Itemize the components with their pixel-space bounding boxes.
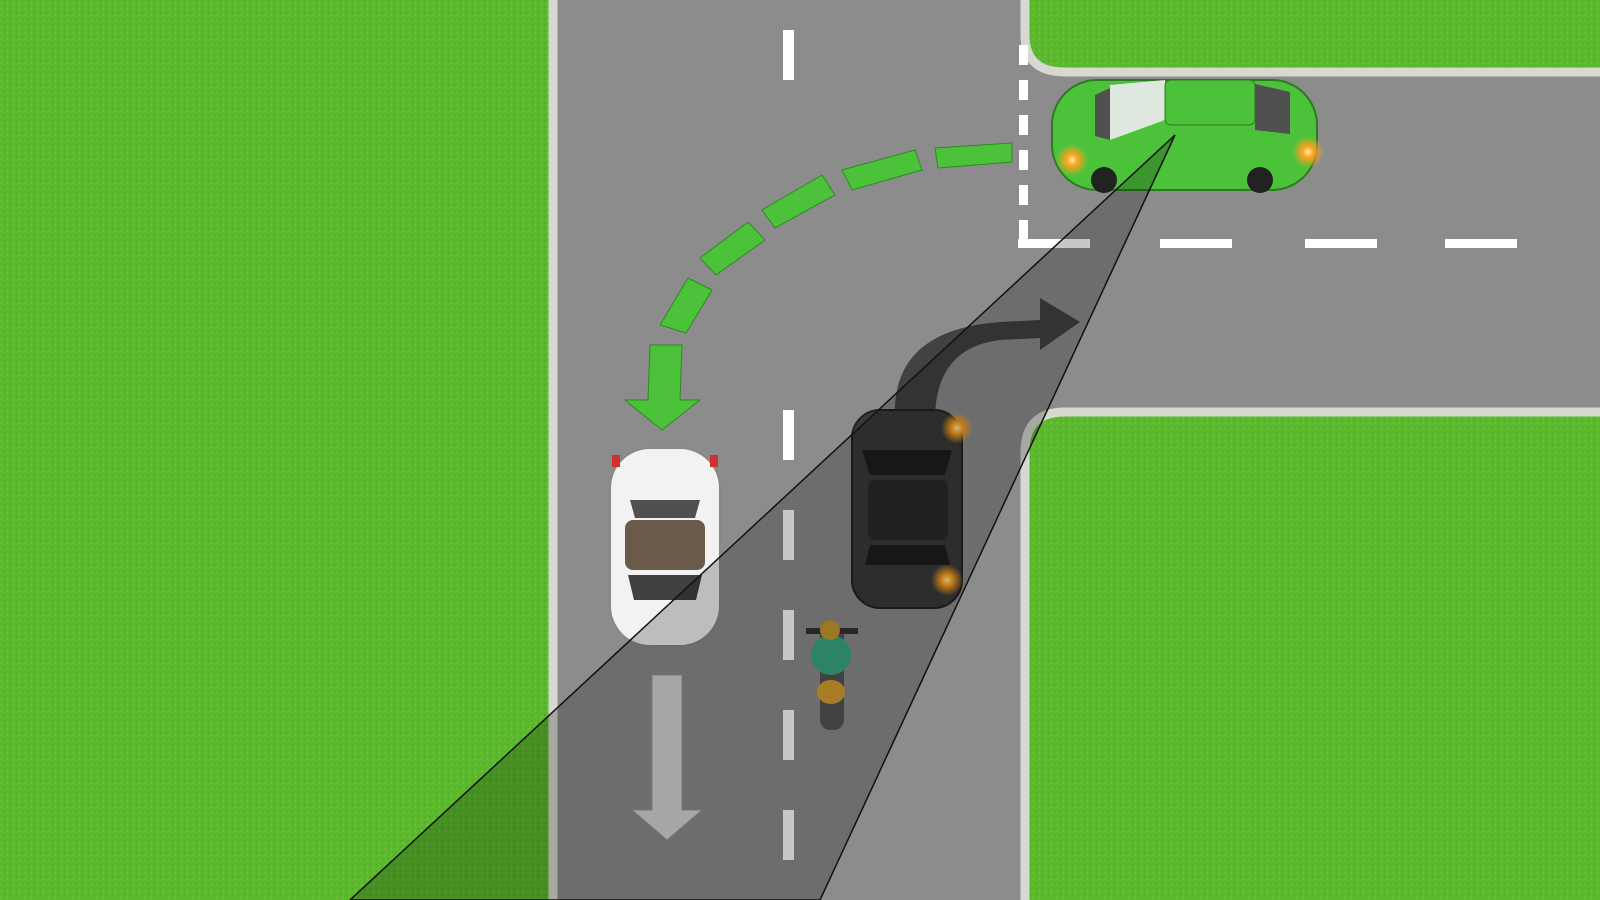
indicator-light — [1292, 136, 1324, 168]
give-way-line — [1019, 45, 1028, 245]
green-car-icon — [1051, 79, 1324, 193]
white-car-icon — [609, 447, 721, 647]
indicator-light — [941, 412, 973, 444]
indicator-light — [1056, 144, 1088, 176]
dark-car-icon — [851, 409, 973, 609]
right-turn-arrow-icon — [894, 298, 1080, 420]
lane-markings — [783, 30, 1517, 860]
curbs — [548, 0, 1600, 900]
straight-down-arrow-icon — [630, 674, 704, 841]
motorcycle-icon — [806, 620, 858, 730]
indicator-light — [931, 564, 963, 596]
driver-view-cone — [348, 134, 1176, 900]
left-turn-path-arrow-icon — [623, 142, 1013, 431]
